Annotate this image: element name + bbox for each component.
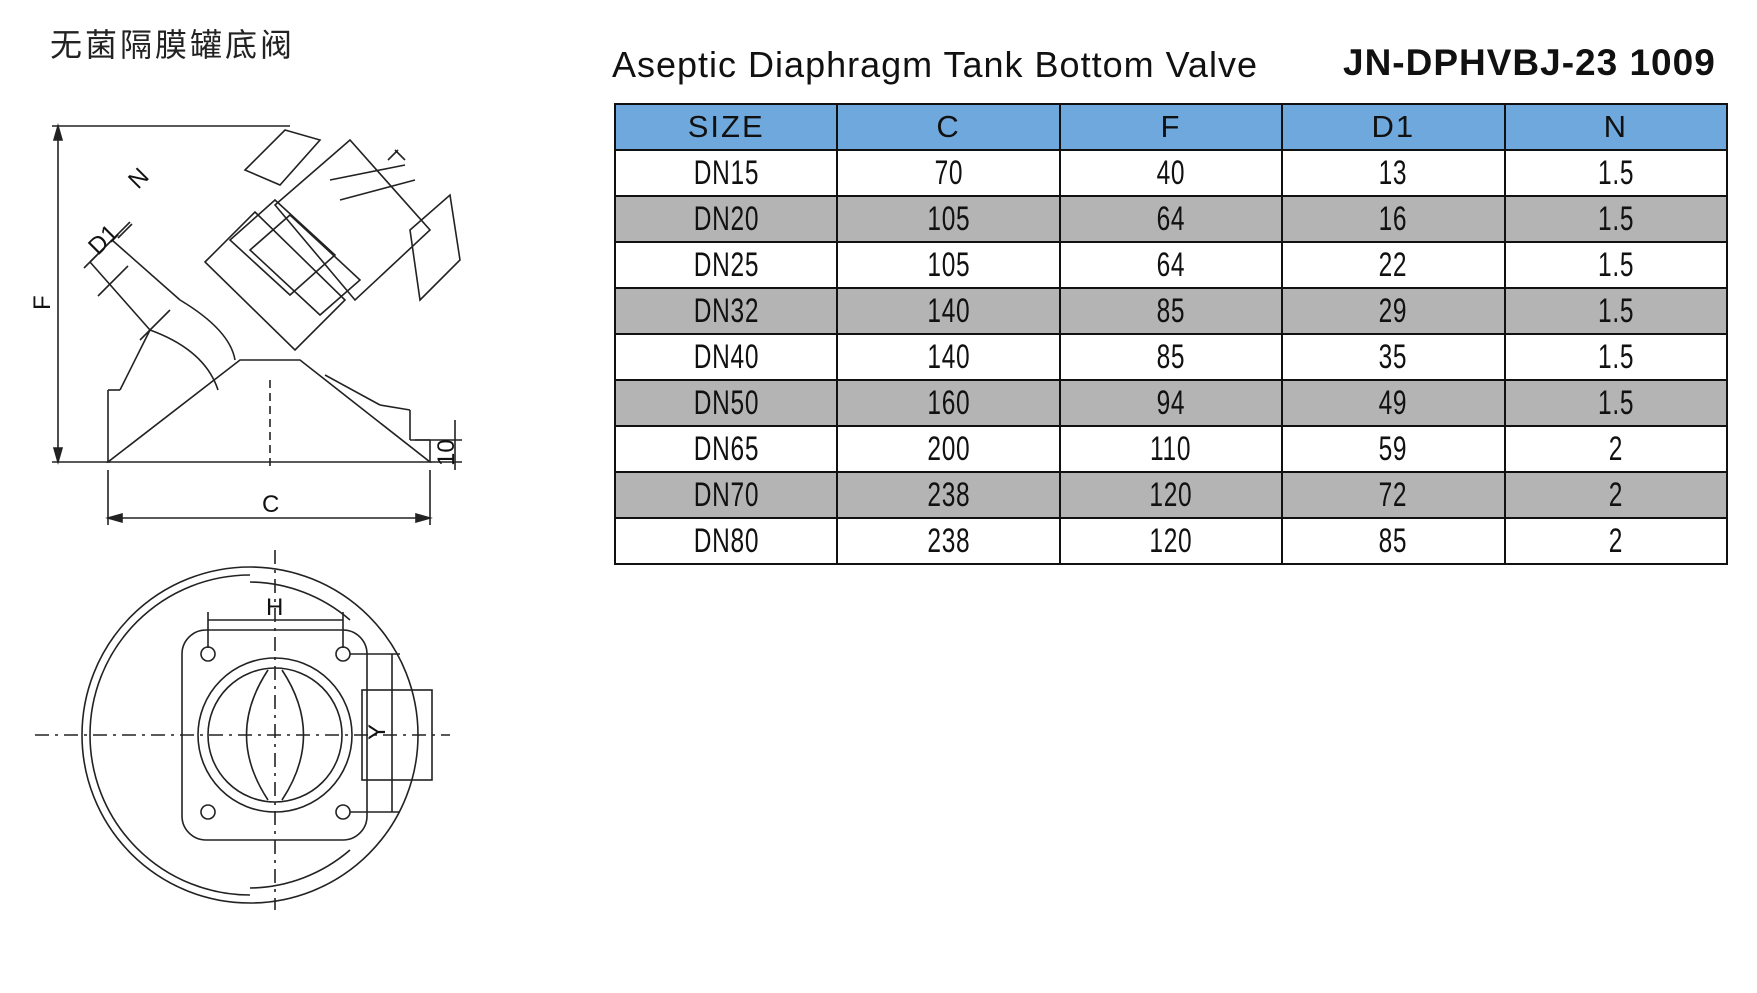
valve-drawing: F N D1 10 C H Y — [29, 123, 462, 910]
header-n: N — [1503, 103, 1729, 151]
cell-size: DN80 — [613, 517, 839, 565]
cell-f: 85 — [1058, 287, 1284, 335]
cell-n: 1.5 — [1503, 149, 1729, 197]
cell-d1: 13 — [1281, 149, 1506, 197]
label-ten: 10 — [433, 439, 460, 466]
cell-d1: 59 — [1281, 425, 1506, 473]
table-row: DN25 105 64 22 1.5 — [613, 241, 1729, 289]
label-d1: D1 — [83, 219, 124, 260]
cell-f: 64 — [1058, 241, 1284, 289]
chinese-title: 无菌隔膜罐底阀 — [50, 26, 296, 64]
cell-f: 110 — [1058, 425, 1284, 473]
cell-size: DN25 — [613, 241, 839, 289]
table-row: DN20 105 64 16 1.5 — [613, 195, 1729, 243]
spec-table: SIZE C F D1 N DN15 70 40 13 1.5 DN20 105… — [613, 103, 1729, 565]
label-n: N — [123, 163, 154, 194]
cell-d1: 29 — [1281, 287, 1506, 335]
model-number: JN-DPHVBJ-23 1009 — [1343, 42, 1716, 83]
header-d1: D1 — [1281, 103, 1506, 151]
cell-n: 2 — [1503, 471, 1729, 519]
cell-c: 140 — [836, 333, 1061, 381]
cell-size: DN40 — [613, 333, 839, 381]
table-header-row: SIZE C F D1 N — [613, 103, 1729, 151]
cell-f: 64 — [1058, 195, 1284, 243]
cell-c: 105 — [836, 195, 1061, 243]
table-row: DN32 140 85 29 1.5 — [613, 287, 1729, 335]
table-row: DN40 140 85 35 1.5 — [613, 333, 1729, 381]
label-c: C — [262, 491, 279, 518]
cell-c: 238 — [836, 471, 1061, 519]
cell-f: 40 — [1058, 149, 1284, 197]
header-size: SIZE — [613, 103, 839, 151]
cell-n: 2 — [1503, 425, 1729, 473]
cell-f: 120 — [1058, 517, 1284, 565]
table-row: DN70 238 120 72 2 — [613, 471, 1729, 519]
label-h: H — [266, 594, 283, 621]
cell-f: 120 — [1058, 471, 1284, 519]
cell-d1: 85 — [1281, 517, 1506, 565]
cell-size: DN50 — [613, 379, 839, 427]
label-y: Y — [364, 724, 391, 740]
english-title: Aseptic Diaphragm Tank Bottom Valve — [612, 44, 1258, 85]
cell-size: DN20 — [613, 195, 839, 243]
cell-d1: 16 — [1281, 195, 1506, 243]
cell-c: 70 — [836, 149, 1061, 197]
cell-f: 85 — [1058, 333, 1284, 381]
cell-size: DN70 — [613, 471, 839, 519]
cell-d1: 49 — [1281, 379, 1506, 427]
cell-n: 1.5 — [1503, 195, 1729, 243]
cell-n: 1.5 — [1503, 333, 1729, 381]
cell-d1: 22 — [1281, 241, 1506, 289]
cell-n: 2 — [1503, 517, 1729, 565]
cell-c: 238 — [836, 517, 1061, 565]
cell-c: 200 — [836, 425, 1061, 473]
cell-f: 94 — [1058, 379, 1284, 427]
cell-n: 1.5 — [1503, 379, 1729, 427]
cell-size: DN65 — [613, 425, 839, 473]
cell-d1: 72 — [1281, 471, 1506, 519]
header-c: C — [836, 103, 1061, 151]
cell-c: 160 — [836, 379, 1061, 427]
table-row: DN50 160 94 49 1.5 — [613, 379, 1729, 427]
table-row: DN15 70 40 13 1.5 — [613, 149, 1729, 197]
label-f: F — [29, 295, 56, 310]
cell-c: 105 — [836, 241, 1061, 289]
cell-n: 1.5 — [1503, 287, 1729, 335]
cell-size: DN15 — [613, 149, 839, 197]
table-row: DN80 238 120 85 2 — [613, 517, 1729, 565]
cell-c: 140 — [836, 287, 1061, 335]
cell-size: DN32 — [613, 287, 839, 335]
table-row: DN65 200 110 59 2 — [613, 425, 1729, 473]
cell-n: 1.5 — [1503, 241, 1729, 289]
cell-d1: 35 — [1281, 333, 1506, 381]
header-f: F — [1058, 103, 1284, 151]
